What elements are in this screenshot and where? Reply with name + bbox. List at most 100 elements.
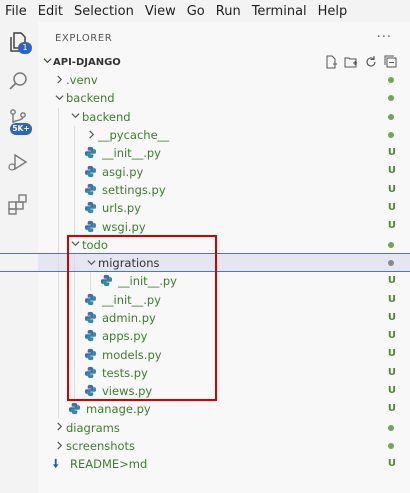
folder-diagrams[interactable]: diagrams [38,419,410,437]
indent-guide [58,107,59,126]
folder-todo[interactable]: todo [38,235,410,254]
file-tests-py[interactable]: tests.py U [38,363,410,383]
python-file-icon [84,201,98,215]
indent-guide [58,382,59,401]
tree-item-label: tests.py [102,365,148,380]
indent-guide [58,199,59,218]
chevron-down-icon [43,56,53,68]
file-admin-py[interactable]: admin.py U [38,308,410,328]
more-actions-icon[interactable]: ··· [376,30,392,45]
chevron-down-icon[interactable] [68,238,82,251]
tree-item-label: models.py [102,347,162,362]
tree-item-label: asgi.py [102,164,144,179]
menu-view[interactable]: View [144,3,176,19]
git-untracked-badge: U [387,366,396,378]
extensions-icon[interactable] [6,192,30,216]
python-file-icon [84,165,98,179]
git-untracked-badge: U [387,348,396,360]
chevron-down-icon[interactable] [68,110,82,123]
menu-run[interactable]: Run [215,3,241,19]
selection-border-bottom [0,271,410,272]
git-untracked-badge: U [387,458,396,470]
indent-guide [58,272,59,291]
indent-guide [74,253,75,273]
explorer-header: EXPLORER ··· [38,22,410,54]
search-icon[interactable] [6,69,30,93]
indent-guide [74,217,75,236]
folder-backend[interactable]: backend [38,89,410,107]
folder-screenshots[interactable]: screenshots [38,437,410,455]
refresh-icon[interactable] [364,55,382,69]
explorer-title: EXPLORER [55,32,113,44]
python-file-icon [84,183,98,197]
git-status-dot [388,95,394,102]
python-file-icon [68,402,82,416]
tree-item-label: admin.py [102,311,156,325]
menu-selection[interactable]: Selection [73,3,134,19]
new-file-icon[interactable] [324,55,342,69]
indent-guide [74,363,75,383]
section-actions [322,55,402,69]
folder-venv[interactable]: .venv [38,71,410,89]
new-folder-icon[interactable] [344,55,362,69]
tree-item-label: backend [82,109,131,124]
git-untracked-badge: U [387,165,396,177]
git-untracked-badge: U [387,311,396,323]
tree-item-label: urls.py [102,201,141,216]
folder-backend[interactable]: backend [38,107,410,126]
folder-migrations[interactable]: migrations [38,253,410,273]
menu-terminal[interactable]: Terminal [251,3,307,19]
tree-item-label: migrations [98,256,160,271]
tree-item-label: backend [66,91,115,106]
git-untracked-badge: U [387,202,396,214]
chevron-right-icon[interactable] [52,440,66,453]
file-asgi-py[interactable]: asgi.py U [38,162,410,181]
file-models-py[interactable]: models.py U [38,345,410,364]
menu-help[interactable]: Help [317,3,348,19]
indent-guide [58,144,59,163]
chevron-down-icon[interactable] [84,257,98,270]
python-file-icon [100,274,114,288]
activity-bar: 1 5K+ [0,22,38,493]
workspace-section-header[interactable]: API-DJANGO [38,53,410,71]
git-untracked-badge: U [387,293,396,305]
git-status-dot [388,241,394,248]
python-file-icon [84,311,98,325]
indent-guide [74,272,75,291]
source-control-badge: 5K+ [10,123,32,135]
chevron-down-icon[interactable] [52,92,66,105]
folder-pycache[interactable]: __pycache__ [38,125,410,145]
indent-guide [74,308,75,328]
menu-go[interactable]: Go [186,3,205,19]
chevron-right-icon[interactable] [52,421,66,434]
menu-edit[interactable]: Edit [37,3,63,19]
indent-guide [58,400,59,419]
python-file-icon [84,146,98,160]
tree-item-label: views.py [102,384,153,399]
indent-guide [58,363,59,383]
git-untracked-badge: U [387,330,396,342]
tree-item-label: todo [82,237,108,252]
git-status-dot [388,442,394,449]
source-control-icon[interactable] [6,107,30,131]
run-debug-icon[interactable] [6,150,30,174]
git-untracked-badge: U [387,275,396,287]
python-file-icon [84,348,98,362]
indent-guide [58,162,59,181]
file-urls-py[interactable]: urls.py U [38,199,410,218]
menu-file[interactable]: File [5,3,27,19]
collapse-all-icon[interactable] [384,55,402,69]
chevron-right-icon[interactable] [84,129,98,142]
tree-item-label: __pycache__ [98,128,170,143]
chevron-right-icon[interactable] [52,74,66,87]
